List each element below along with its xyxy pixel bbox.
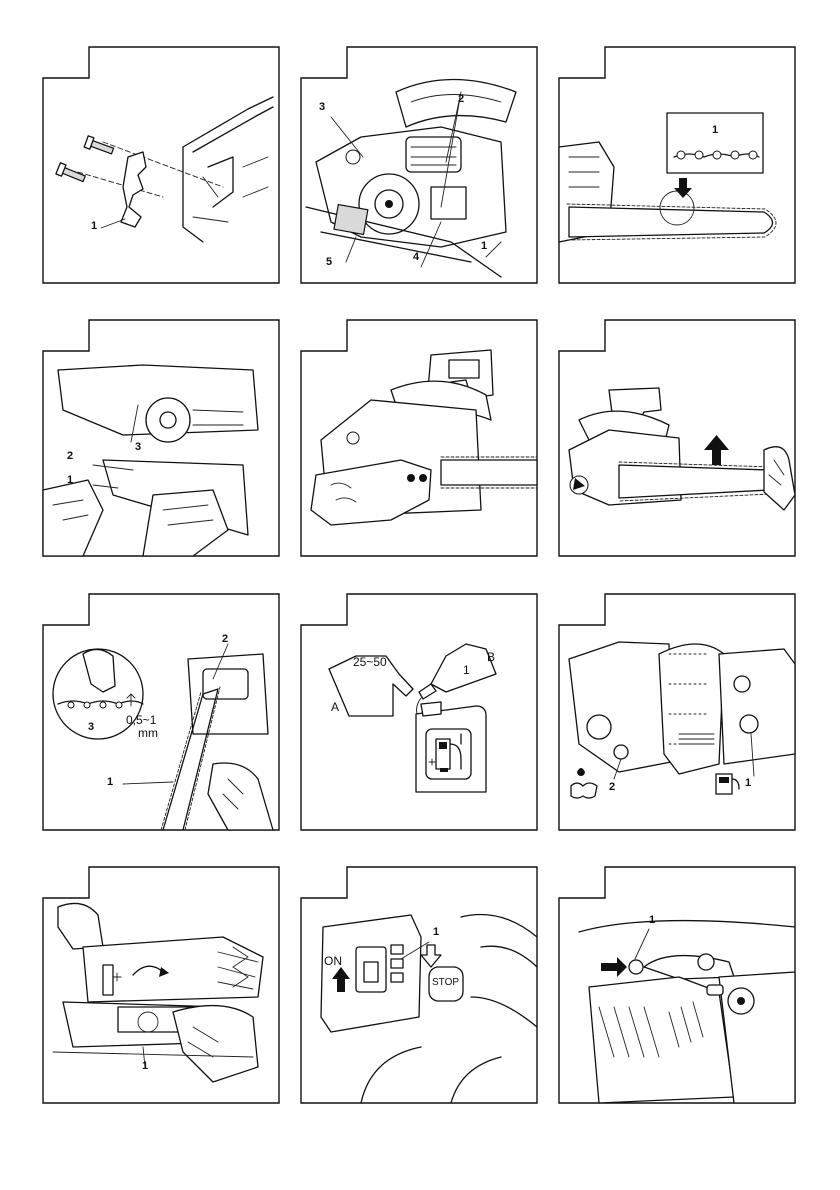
bottle-label: 1 xyxy=(463,664,470,676)
switch-on-label: ON xyxy=(324,955,342,967)
callout-5: 5 xyxy=(326,257,332,268)
chain-tension-illustration xyxy=(43,594,279,830)
tightening-nuts-illustration xyxy=(301,320,537,556)
callout-1: 1 xyxy=(142,1061,148,1072)
callout-2: 2 xyxy=(222,634,228,645)
chainsaw-side-cover-removed-illustration xyxy=(301,47,537,283)
figure-panel-6 xyxy=(559,320,795,556)
figure-panel-8: 25~50 A B 1 xyxy=(301,594,537,830)
callout-4: 4 xyxy=(413,252,419,263)
figure-panel-10: 1 xyxy=(43,867,279,1103)
callout-1: 1 xyxy=(712,125,718,136)
figure-panel-9: 2 1 xyxy=(559,594,795,830)
ignition-switch-illustration xyxy=(301,867,537,1103)
figure-panel-1: 1 xyxy=(43,47,279,283)
fuel-oil-caps-illustration xyxy=(559,594,795,830)
gap-measurement: 0,5~1 xyxy=(126,714,156,726)
callout-a: A xyxy=(331,701,339,713)
figure-panel-4: 3 2 1 xyxy=(43,320,279,556)
callout-1: 1 xyxy=(67,475,73,486)
callout-2: 2 xyxy=(609,782,615,793)
figure-panel-3: 1 xyxy=(559,47,795,283)
chain-direction-illustration xyxy=(559,47,795,283)
callout-1: 1 xyxy=(433,927,439,938)
figure-panel-11: ON 1 STOP xyxy=(301,867,537,1103)
figure-panel-5 xyxy=(301,320,537,556)
callout-3: 3 xyxy=(88,722,94,733)
stop-label: STOP xyxy=(432,978,459,988)
callout-1: 1 xyxy=(481,241,487,252)
oil-pump-adjust-illustration xyxy=(43,867,279,1103)
callout-1: 1 xyxy=(745,778,751,789)
callout-3: 3 xyxy=(319,102,325,113)
lift-bar-tip-illustration xyxy=(559,320,795,556)
callout-2: 2 xyxy=(67,451,73,462)
callout-3: 3 xyxy=(135,442,141,453)
callout-2: 2 xyxy=(458,94,464,105)
decompression-valve-illustration xyxy=(559,867,795,1103)
callout-1: 1 xyxy=(91,221,97,232)
callout-b: B xyxy=(487,651,495,663)
fuel-ratio-label: 25~50 xyxy=(353,656,387,668)
figure-panel-12: 1 xyxy=(559,867,795,1103)
gap-unit: mm xyxy=(138,727,158,739)
figure-panel-2: 3 2 1 4 5 xyxy=(301,47,537,283)
chain-catcher-illustration xyxy=(43,47,279,283)
callout-1: 1 xyxy=(649,915,655,926)
bar-mounting-illustration xyxy=(43,320,279,556)
callout-1: 1 xyxy=(107,777,113,788)
figure-panel-7: 2 3 0,5~1 mm 1 xyxy=(43,594,279,830)
